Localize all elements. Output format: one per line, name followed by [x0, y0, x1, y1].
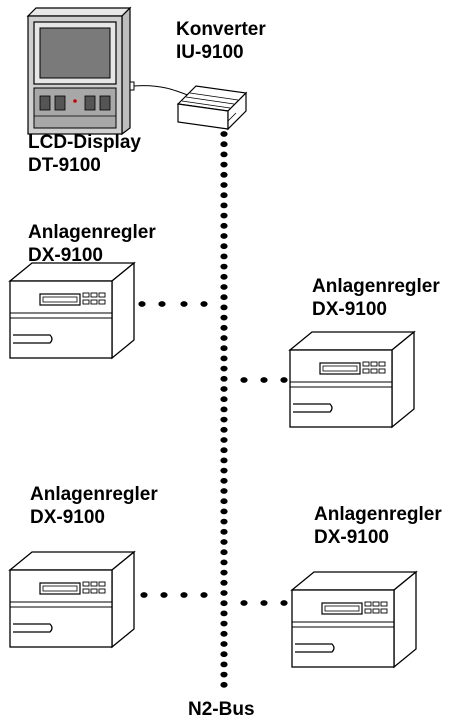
bus-dot — [220, 375, 228, 382]
bus-dot — [220, 437, 228, 443]
display-label-line1: LCD-Display — [28, 132, 141, 153]
bus-dot — [220, 151, 228, 158]
converter-device — [176, 85, 248, 131]
controller-label-2-line1: Anlagenregler — [312, 276, 440, 297]
converter-label: Konverter IU-9100 — [176, 18, 266, 64]
display-label: LCD-Display DT-9100 — [28, 131, 141, 177]
bus-dot — [220, 192, 228, 199]
controller-label-4-line1: Anlagenregler — [314, 504, 442, 525]
display-cable — [133, 85, 191, 97]
bus-dot — [220, 620, 228, 627]
bus-dot — [220, 477, 228, 484]
bus-dot — [220, 467, 228, 474]
n2-bus-line — [220, 131, 228, 688]
bus-dot — [220, 569, 228, 576]
bus-dot — [220, 600, 228, 607]
bus-dot — [220, 171, 228, 178]
bus-dot — [220, 365, 228, 372]
display-label-line2: DT-9100 — [28, 155, 101, 176]
controller-device-2 — [289, 331, 415, 428]
converter-label-line2: IU-9100 — [176, 42, 244, 63]
branch-dot — [158, 301, 166, 307]
bus-dot — [220, 518, 228, 525]
bus-dot — [220, 212, 228, 219]
controller-label-2-line2: DX-9100 — [312, 299, 387, 320]
controller-device-4 — [291, 571, 417, 668]
controller-label-4: Anlagenregler DX-9100 — [314, 503, 442, 549]
bus-dot — [220, 253, 228, 260]
converter-label-line1: Konverter — [176, 19, 266, 40]
bus-dot — [220, 233, 228, 239]
lcd-display-device — [26, 6, 135, 136]
bus-dot — [220, 549, 228, 556]
bus-dot — [220, 396, 228, 403]
branch-dot — [200, 301, 208, 307]
controller-label-3-line2: DX-9100 — [30, 507, 105, 528]
bus-dot — [220, 131, 228, 137]
bus-dot — [220, 263, 228, 270]
bus-dot — [220, 284, 228, 290]
bus-dot — [220, 641, 228, 647]
branch-dot — [180, 592, 188, 598]
bus-dot — [220, 661, 228, 668]
branch-dot — [140, 592, 148, 598]
bus-dot — [220, 559, 228, 566]
bus-dot — [220, 324, 228, 331]
controller-label-3-line1: Anlagenregler — [30, 484, 158, 505]
bus-dot — [220, 457, 228, 464]
branch-dot — [180, 301, 188, 307]
controller-label-1-line2: DX-9100 — [28, 245, 103, 266]
controller-label-3: Anlagenregler DX-9100 — [30, 483, 158, 529]
bus-dot — [220, 406, 228, 413]
branch-dot — [280, 377, 288, 383]
controller-label-1-line1: Anlagenregler — [28, 222, 156, 243]
bus-dot — [220, 528, 228, 535]
bus-dot — [220, 294, 228, 301]
bus-dot — [220, 345, 228, 352]
branch-dot — [138, 301, 146, 307]
bus-dot — [220, 182, 228, 188]
bus-dot — [220, 222, 228, 229]
branch-dot — [160, 592, 168, 598]
controller-device-3 — [9, 551, 135, 648]
bus-dot — [220, 416, 228, 423]
bus-dot — [220, 335, 228, 341]
bus-dot — [220, 386, 228, 392]
branch-dot — [260, 600, 268, 606]
branch-dot — [240, 377, 248, 383]
bus-dot — [220, 355, 228, 362]
branch-dot — [240, 600, 248, 606]
bus-dot — [220, 539, 228, 545]
bus-dot — [220, 610, 228, 617]
bus-dot — [220, 447, 228, 454]
bus-dot — [220, 141, 228, 148]
controller-label-4-line2: DX-9100 — [314, 527, 389, 548]
bus-dot — [220, 304, 228, 311]
bus-dot — [220, 243, 228, 250]
controller-label-1: Anlagenregler DX-9100 — [28, 221, 156, 267]
branch-dot — [200, 592, 208, 598]
branch-dot — [260, 377, 268, 383]
bus-dot — [220, 161, 228, 168]
bus-dot — [220, 273, 228, 280]
bus-dot — [220, 630, 228, 637]
controller-label-2: Anlagenregler DX-9100 — [312, 275, 440, 321]
branch-dot — [280, 600, 288, 606]
bus-label: N2-Bus — [188, 699, 255, 720]
bus-dot — [220, 579, 228, 586]
bus-dot — [220, 651, 228, 658]
bus-dot — [220, 498, 228, 505]
bus-dot — [220, 426, 228, 433]
controller-device-1 — [9, 262, 135, 359]
bus-branches — [138, 301, 288, 606]
bus-dot — [220, 671, 228, 678]
bus-dot — [220, 590, 228, 596]
bus-dot — [220, 202, 228, 209]
bus-dot — [220, 681, 228, 688]
bus-dot — [220, 488, 228, 494]
bus-dot — [220, 508, 228, 515]
bus-dot — [220, 314, 228, 321]
